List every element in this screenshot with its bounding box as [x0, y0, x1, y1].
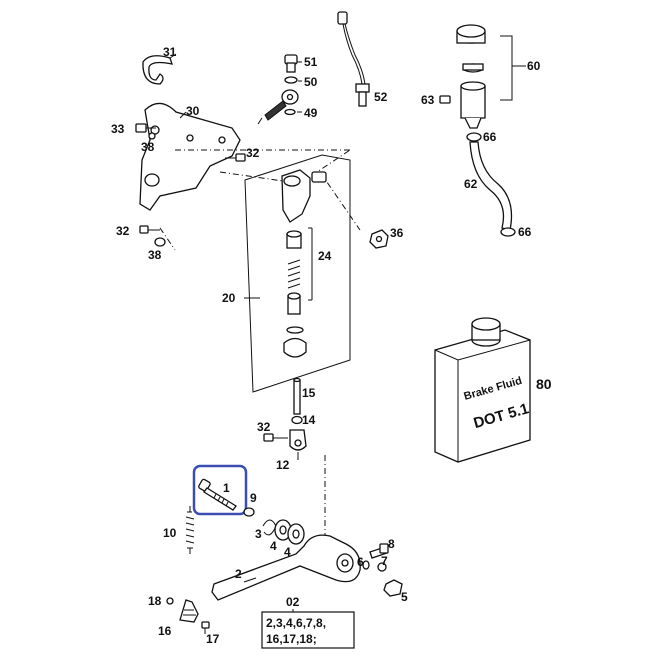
part-12-clevis[interactable]: 12 — [276, 429, 307, 472]
callout-52: 52 — [374, 90, 388, 104]
callout-66b: 66 — [518, 225, 532, 239]
part-4-bearing-right[interactable]: 4 — [284, 523, 305, 559]
part-10-spring[interactable]: 10 — [163, 506, 195, 554]
callout-51: 51 — [304, 55, 318, 69]
callout-1: 1 — [223, 481, 230, 495]
part-5-nut[interactable]: 5 — [383, 579, 408, 604]
callout-14: 14 — [302, 413, 316, 427]
part-2-brake-pedal[interactable]: 2 — [211, 534, 361, 601]
part-16-pedal-step[interactable]: 16 — [158, 599, 199, 638]
part-18-rivet[interactable]: 18 — [148, 594, 174, 608]
callout-10: 10 — [163, 526, 177, 540]
kit-02-box[interactable]: 02 2,3,4,6,7,8, 16,17,18; — [261, 595, 355, 649]
callout-31: 31 — [163, 45, 177, 59]
kit-list-line1: 2,3,4,6,7,8, — [266, 616, 326, 630]
callout-30: 30 — [186, 104, 200, 118]
part-1-bolt-highlighted[interactable]: 1 — [192, 464, 248, 516]
part-3-circlip[interactable]: 3 — [255, 519, 277, 541]
callout-20: 20 — [222, 291, 236, 305]
callout-3: 3 — [255, 527, 262, 541]
callout-5: 5 — [401, 590, 408, 604]
callout-24: 24 — [318, 249, 332, 263]
part-6-washer[interactable]: 6 — [357, 555, 370, 570]
callout-9: 9 — [250, 491, 257, 505]
part-4-bearing-left[interactable]: 4 — [270, 519, 292, 553]
callout-49: 49 — [304, 106, 318, 120]
assembly-line — [319, 171, 361, 231]
part-38-nut-upper[interactable]: 38 — [141, 132, 156, 154]
part-30-bracket[interactable]: 30 — [139, 102, 241, 211]
part-20-master-cylinder-assembly[interactable]: 20 — [222, 154, 351, 393]
part-66-hose-clamp-upper[interactable]: 66 — [466, 130, 497, 144]
callout-4b: 4 — [284, 545, 291, 559]
callout-32b: 32 — [116, 224, 130, 238]
part-7-nut[interactable]: 7 — [377, 554, 388, 572]
part-60-reservoir[interactable]: 60 — [456, 24, 541, 129]
callout-50: 50 — [304, 75, 318, 89]
part-62-hose[interactable]: 62 — [464, 141, 513, 231]
part-66-hose-clamp-lower[interactable]: 66 — [500, 225, 532, 239]
part-31-cable-tie[interactable]: 31 — [142, 45, 177, 85]
callout-16: 16 — [158, 624, 172, 638]
callout-38b: 38 — [148, 248, 162, 262]
callout-32c: 32 — [257, 420, 271, 434]
kit-list-line2: 16,17,18; — [266, 632, 317, 646]
part-32-screw-left[interactable]: 32 — [116, 224, 160, 238]
part-63-screw[interactable]: 63 — [421, 93, 451, 107]
callout-66a: 66 — [483, 130, 497, 144]
callout-8: 8 — [388, 537, 395, 551]
callout-6: 6 — [357, 555, 364, 569]
callout-63: 63 — [421, 93, 435, 107]
callout-80: 80 — [536, 376, 552, 392]
callout-2: 2 — [235, 567, 242, 581]
part-8-bolt[interactable]: 8 — [369, 537, 395, 559]
callout-33: 33 — [111, 122, 125, 136]
part-50-washer[interactable]: 50 — [284, 75, 318, 89]
callout-36: 36 — [390, 226, 404, 240]
part-14-nut[interactable]: 14 — [291, 413, 316, 427]
part-9-washer[interactable]: 9 — [243, 491, 257, 517]
part-38-nut-lower[interactable]: 38 — [148, 237, 166, 262]
callout-7: 7 — [381, 554, 388, 568]
callout-15: 15 — [302, 386, 316, 400]
part-52-brake-light-switch[interactable]: 52 — [337, 11, 388, 107]
part-51-banjo-bolt[interactable]: 51 — [284, 54, 318, 73]
master-cylinder-body[interactable] — [281, 169, 327, 223]
callout-38a: 38 — [141, 140, 155, 154]
part-32-screw-lower[interactable]: 32 — [257, 420, 288, 442]
highlight-box — [192, 464, 248, 516]
part-24-piston-kit[interactable]: 24 — [283, 227, 332, 358]
callout-18: 18 — [148, 594, 162, 608]
callout-4a: 4 — [270, 539, 277, 553]
callout-02: 02 — [286, 595, 300, 609]
assembly-line — [159, 227, 176, 251]
part-80-brake-fluid-bottle[interactable]: Brake Fluid DOT 5.1 80 — [434, 317, 552, 463]
callout-12: 12 — [276, 458, 290, 472]
part-49-banjo-fitting[interactable]: 49 — [257, 89, 318, 125]
callout-32a: 32 — [246, 146, 260, 160]
part-33-screw[interactable]: 33 — [111, 122, 156, 136]
part-17-screw[interactable]: 17 — [201, 621, 220, 646]
part-15-push-rod[interactable]: 15 — [293, 377, 316, 415]
callout-17: 17 — [206, 632, 220, 646]
callout-60: 60 — [527, 59, 541, 73]
part-36-nut[interactable]: 36 — [369, 226, 404, 249]
callout-62: 62 — [464, 177, 478, 191]
